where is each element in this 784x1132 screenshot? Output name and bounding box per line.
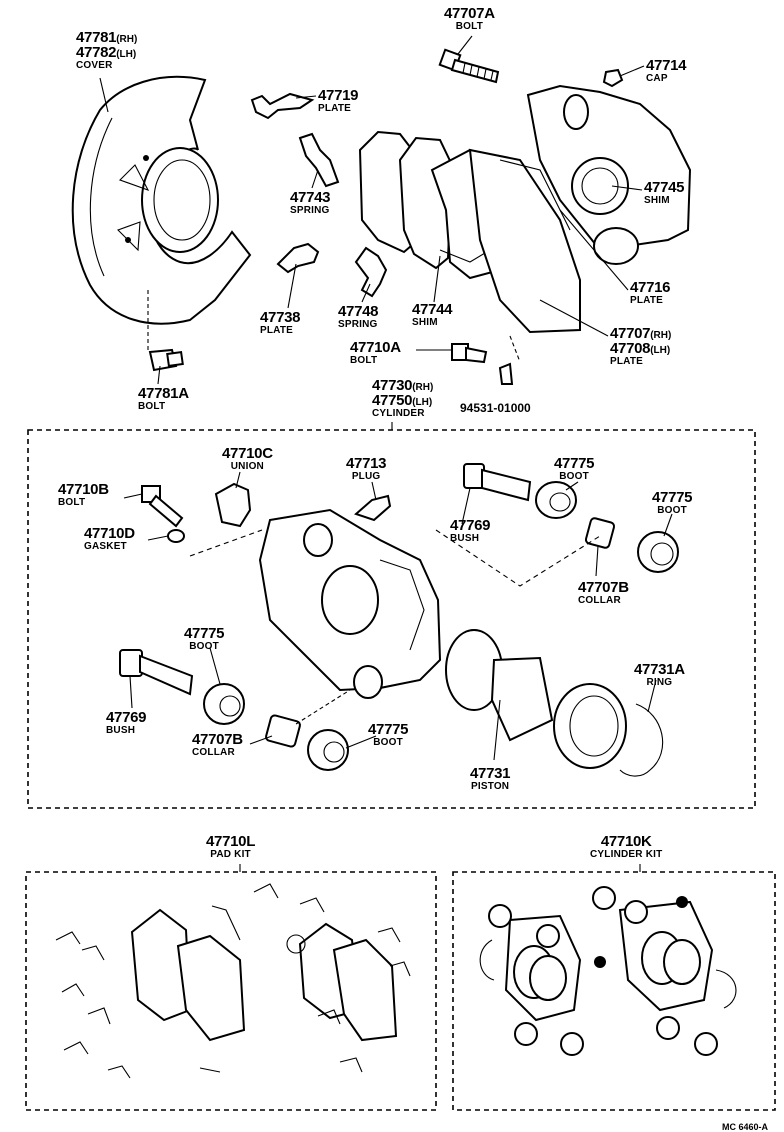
- bush-47769-upper-drawing: [463, 463, 532, 502]
- label-gasket-47710d: 47710D GASKET: [84, 525, 135, 552]
- boot-47775-right-drawing: [637, 531, 679, 573]
- collar-47707b-upper-drawing: [584, 517, 616, 549]
- cap-47714-drawing: [602, 68, 624, 88]
- collar-47707b-lower-drawing: [265, 714, 301, 748]
- label-plate-47719: 47719 PLATE: [318, 87, 359, 114]
- label-shim-47744: 47744 SHIM: [412, 301, 453, 328]
- label-bolt-47710a: 47710A BOLT: [350, 339, 401, 366]
- spring-47743-drawing: [298, 132, 340, 188]
- label-bush-47769-a: 47769 BUSH: [450, 517, 491, 544]
- label-cover: 47781(RH) 47782(LH) COVER: [76, 29, 138, 71]
- label-boot-47775-d: 47775 BOOT: [368, 721, 409, 748]
- label-union-47710c: 47710C UNION: [222, 445, 273, 472]
- bush-47769-lower-drawing: [119, 649, 194, 696]
- spring-47748-drawing: [354, 246, 388, 298]
- plate-47719-drawing: [250, 92, 315, 120]
- bolt-47710b-drawing: [141, 485, 184, 528]
- brake-pads-drawing: [358, 130, 512, 280]
- label-collar-47707b-b: 47707B COLLAR: [192, 731, 243, 758]
- boot-47775-lower-left-drawing: [203, 683, 245, 725]
- plug-47713-drawing: [354, 494, 392, 522]
- caliper-upper-drawing: [468, 84, 692, 334]
- label-pin-94531: 94531-01000: [460, 401, 531, 415]
- boot-47775-lower-right-drawing: [307, 729, 349, 771]
- label-plate-47716: 47716 PLATE: [630, 279, 671, 306]
- label-piston-47731: 47731 PISTON: [470, 765, 511, 792]
- leader-lines: [99, 35, 673, 761]
- dust-cover-drawing: [71, 75, 252, 350]
- plate-47738-drawing: [276, 242, 320, 274]
- label-bush-47769-b: 47769 BUSH: [106, 709, 147, 736]
- label-cylinder: 47730(RH) 47750(LH) CYLINDER: [372, 377, 434, 419]
- pin-94531-drawing: [498, 362, 514, 385]
- label-plate-47738: 47738 PLATE: [260, 309, 301, 336]
- label-bolt-47710b: 47710B BOLT: [58, 481, 109, 508]
- cylinder-kit-frame: [452, 871, 776, 1111]
- label-cap-47714: 47714 CAP: [646, 57, 687, 84]
- label-boot-47775-b: 47775 BOOT: [652, 489, 693, 516]
- label-plug-47713: 47713 PLUG: [346, 455, 387, 482]
- cylinder-kit-contents-drawing: [479, 886, 737, 1056]
- piston-47731-drawing: [445, 629, 627, 769]
- gasket-47710d-drawing: [167, 529, 185, 543]
- label-bolt-47707a: 47707A BOLT: [444, 5, 495, 32]
- label-ring-47731a: 47731A RING: [634, 661, 685, 688]
- ring-47731a-drawing: [619, 703, 664, 777]
- label-plate-47707: 47707(RH) 47708(LH) PLATE: [610, 325, 672, 367]
- label-bolt-47781a: 47781A BOLT: [138, 385, 189, 412]
- bolt-47710a-drawing: [451, 343, 488, 364]
- label-boot-47775-a: 47775 BOOT: [554, 455, 595, 482]
- label-cylinder-kit: 47710K CYLINDER KIT: [590, 833, 663, 860]
- bolt-47781a-drawing: [148, 348, 184, 372]
- label-shim-47745: 47745 SHIM: [644, 179, 685, 206]
- label-collar-47707b-a: 47707B COLLAR: [578, 579, 629, 606]
- pad-kit-contents-drawing: [55, 883, 411, 1079]
- bolt-47707a-drawing: [438, 48, 500, 84]
- label-spring-47743: 47743 SPRING: [290, 189, 331, 216]
- label-boot-47775-c: 47775 BOOT: [184, 625, 225, 652]
- label-spring-47748: 47748 SPRING: [338, 303, 379, 330]
- boot-47775-upper-drawing: [535, 481, 577, 519]
- label-pad-kit: 47710L PAD KIT: [206, 833, 256, 860]
- diagram-code: MC 6460-A: [722, 1122, 769, 1132]
- caliper-body-drawing: [258, 508, 442, 699]
- union-47710c-drawing: [214, 482, 252, 528]
